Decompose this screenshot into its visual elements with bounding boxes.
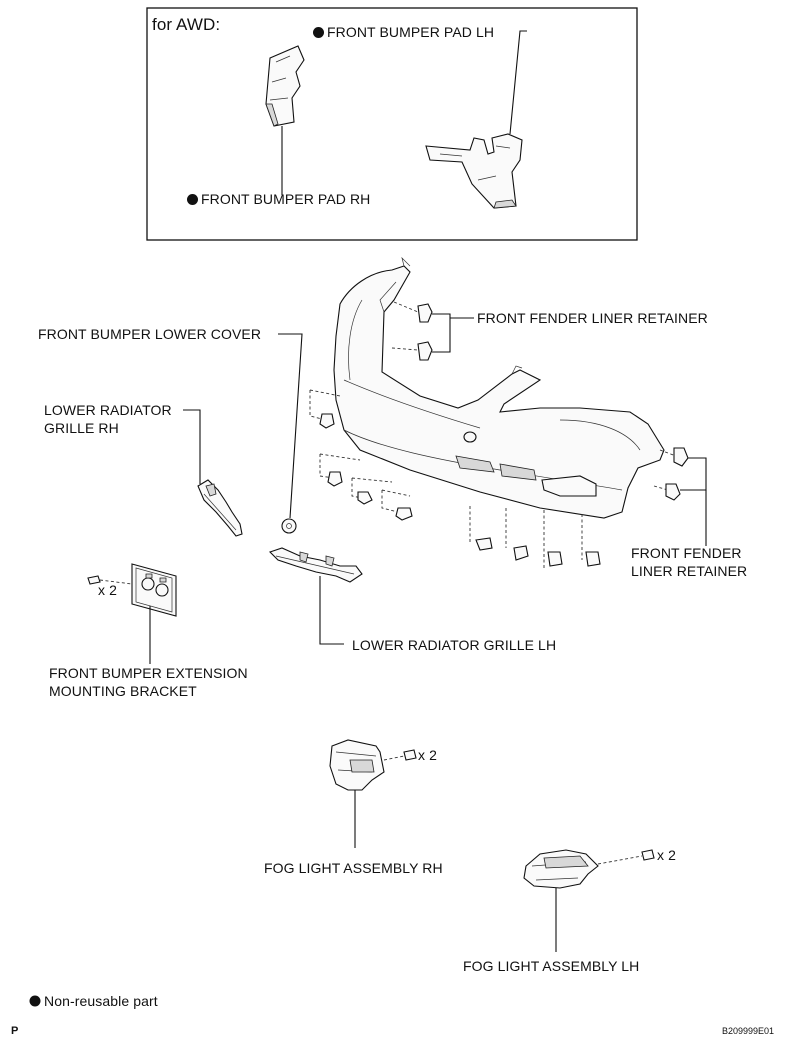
front-bumper-pad-lh-part	[425, 133, 523, 209]
grille-rh-label-line2: GRILLE RH	[44, 420, 119, 436]
grille-lh-label: LOWER RADIATOR GRILLE LH	[352, 637, 557, 653]
bracket-label-line1: FRONT BUMPER EXTENSION	[49, 665, 248, 681]
bracket-bolt	[87, 575, 133, 585]
awd-inset-box	[146, 7, 638, 241]
fender-retainer-side-label-line1: FRONT FENDER	[631, 545, 742, 561]
bracket-label-line2: MOUNTING BRACKET	[49, 683, 197, 699]
fender-retainer-side-clips	[653, 447, 689, 501]
fog-light-lh-part	[523, 849, 599, 889]
fender-retainer-top-clips	[391, 301, 433, 361]
fog-light-lh-bolt	[597, 849, 655, 865]
lower-cover-clips	[309, 389, 601, 570]
front-bumper-cover-part	[333, 256, 665, 519]
footer-code: P	[11, 1025, 19, 1037]
non-reusable-dot	[187, 194, 198, 205]
fog-lh-label: FOG LIGHT ASSEMBLY LH	[463, 958, 640, 974]
fender-retainer-top-label: FRONT FENDER LINER RETAINER	[477, 310, 708, 326]
front-bumper-pad-rh-part	[265, 45, 305, 127]
fog-rh-qty-label: x 2	[418, 747, 437, 763]
bracket-qty-label: x 2	[98, 582, 117, 598]
legend-non-reusable: Non-reusable part	[44, 993, 158, 1009]
fog-lh-qty-label: x 2	[657, 847, 676, 863]
figure-id: B209999E01	[722, 1026, 775, 1036]
extension-mounting-bracket-part	[131, 563, 177, 617]
fog-light-rh-bolt	[383, 749, 417, 761]
legend-dot	[29, 995, 41, 1007]
inset-header: for AWD:	[152, 15, 221, 34]
front-bumper-pad-lh-label: FRONT BUMPER PAD LH	[313, 24, 494, 41]
lower-radiator-grille-rh-part	[197, 479, 243, 537]
fog-rh-label: FOG LIGHT ASSEMBLY RH	[264, 860, 443, 876]
grille-rh-label-line1: LOWER RADIATOR	[44, 402, 172, 418]
front-bumper-pad-rh-label: FRONT BUMPER PAD RH	[187, 191, 370, 208]
fog-light-rh-part	[329, 739, 385, 791]
lower-radiator-grille-lh-part	[268, 547, 363, 583]
non-reusable-dot	[313, 27, 324, 38]
lower-cover-label: FRONT BUMPER LOWER COVER	[38, 326, 262, 342]
fender-retainer-side-label-line2: LINER RETAINER	[631, 563, 748, 579]
